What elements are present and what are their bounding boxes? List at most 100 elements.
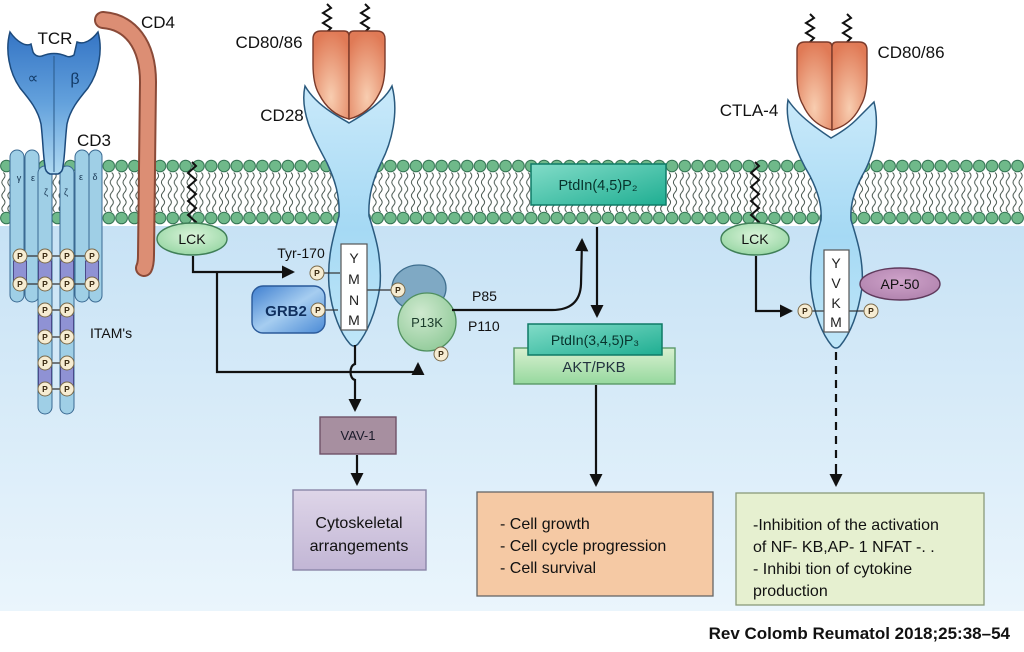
phospho-p: P — [315, 305, 321, 315]
tcr-label: TCR — [38, 29, 73, 48]
phospho-p: P — [64, 251, 70, 261]
lck-label: LCK — [741, 231, 769, 247]
cd28-receptor — [303, 83, 396, 347]
itam-region: P P P P P P P P P P P P P P P P — [12, 248, 100, 397]
phospho-grb2: P — [310, 302, 326, 318]
motif-letter: K — [831, 295, 841, 311]
ap50-adaptor: AP-50 — [859, 267, 941, 301]
tcr-receptor — [7, 30, 101, 175]
p13k-to-ptdin45p2-arrow — [452, 238, 589, 312]
grb2-label: GRB2 — [265, 303, 307, 320]
cd3-epsilon-label: ε — [79, 172, 83, 182]
phospho-p: P — [89, 279, 95, 289]
cd80-86-ligand-right — [796, 13, 868, 131]
outcome-line: - Cell growth — [500, 516, 590, 533]
phospho-p: P — [17, 279, 23, 289]
phospho-tyr170: P — [309, 265, 325, 281]
cd28-to-vav1-arrow — [348, 345, 362, 412]
lck-kinase-right: LCK — [720, 161, 790, 256]
p13k-kinase: P13K — [391, 264, 457, 352]
lipid-anchor-zigzag-icon — [749, 161, 761, 227]
motif-letter: M — [830, 314, 842, 330]
phospho-p: P — [42, 305, 48, 315]
p110-label: P110 — [468, 318, 500, 334]
lck-kinase-left: LCK — [156, 161, 228, 256]
ctla4-outcomes-box: -Inhibition of the activation of NF- KB,… — [735, 492, 985, 606]
cd4-label: CD4 — [141, 13, 175, 32]
akt-label: AKT/PKB — [562, 359, 625, 376]
phospho-p: P — [802, 306, 808, 316]
phospho-yvkm-right: P — [863, 303, 879, 319]
cd80-86-ligand-left — [312, 3, 386, 120]
tcr-alpha-label: ∝ — [28, 70, 39, 87]
lck-to-tyr170-arrow — [191, 256, 295, 279]
itams-label: ITAM's — [90, 325, 132, 341]
cd3-label: CD3 — [77, 131, 111, 150]
phospho-sites: P P P P P P P P P P P P P P P P — [12, 248, 100, 397]
cytoskeletal-line2: arrangements — [310, 538, 409, 555]
glycan-zigzag-icon — [804, 13, 816, 43]
phospho-p: P — [868, 306, 874, 316]
citation-text: Rev Colomb Reumatol 2018;25:38–54 — [709, 624, 1011, 643]
cd3-zeta-label: ζ — [64, 187, 68, 197]
grb2-adaptor: GRB2 — [251, 285, 326, 334]
motif-letter: M — [348, 271, 360, 287]
outcome-line: - Cell survival — [500, 560, 596, 577]
cd3-zeta-label: ζ — [44, 187, 48, 197]
vav1-label: VAV-1 — [341, 428, 376, 443]
lck-label: LCK — [178, 231, 206, 247]
cytoskeletal-box: Cytoskeletal arrangements — [292, 489, 427, 571]
phospho-yvkm-left: P — [797, 303, 813, 319]
cd28-outcomes-box: - Cell growth - Cell cycle progression -… — [476, 491, 714, 597]
glycan-zigzag-icon — [359, 3, 371, 33]
cd80-86-right-label: CD80/86 — [877, 43, 944, 62]
yvkm-motif: Y V K M — [812, 249, 864, 333]
motif-letter: V — [831, 275, 841, 291]
outcome-line: -Inhibition of the activation — [753, 517, 939, 534]
outcome-line: - Inhibi tion of cytokine — [753, 561, 912, 578]
glycan-zigzag-icon — [321, 3, 333, 33]
phospho-p: P — [438, 349, 444, 359]
motif-letter: M — [348, 312, 360, 328]
lck-to-p13k-arrow — [215, 272, 425, 376]
p85-label: P85 — [472, 288, 497, 304]
phospho-p: P — [64, 384, 70, 394]
ctla4-receptor — [786, 98, 878, 349]
phospho-p: P — [314, 268, 320, 278]
phospho-p: P — [42, 251, 48, 261]
outcome-line: - Cell cycle progression — [500, 538, 666, 555]
p110-subunit — [397, 292, 457, 352]
glycan-zigzag-icon — [841, 13, 853, 43]
cd3-delta-label: δ — [92, 172, 97, 182]
lck-to-yvkm-arrow — [754, 256, 793, 318]
phospho-p: P — [42, 384, 48, 394]
phospho-p: P — [395, 285, 401, 295]
phospho-p: P — [64, 358, 70, 368]
cd28-label: CD28 — [260, 106, 303, 125]
cd3-epsilon-label: ε — [31, 173, 35, 183]
vav1-box: VAV-1 — [319, 416, 397, 455]
phospho-ymnm-right: P — [390, 282, 406, 298]
ctla4-label: CTLA-4 — [720, 101, 779, 120]
outcome-line: of NF- KB,AP- 1 NFAT -. . — [753, 539, 935, 556]
cytoskeletal-line1: Cytoskeletal — [315, 515, 402, 532]
motif-letter: Y — [349, 250, 359, 266]
cd80-86-left-label: CD80/86 — [235, 33, 302, 52]
phospho-p: P — [64, 305, 70, 315]
phospho-p: P — [64, 279, 70, 289]
lipid-anchor-zigzag-icon — [186, 161, 198, 227]
phospho-p: P — [17, 251, 23, 261]
ap50-label: AP-50 — [881, 276, 920, 292]
phospho-p: P — [42, 279, 48, 289]
ptdin345p3-box: PtdIn(3,4,5)P₃ — [527, 323, 663, 356]
motif-letter: N — [349, 292, 359, 308]
phospho-p: P — [64, 332, 70, 342]
cd4-coreceptor — [94, 11, 158, 277]
phospho-p: P — [42, 358, 48, 368]
phospho-p: P — [42, 332, 48, 342]
ptdin45p2-label: PtdIn(4,5)P₂ — [559, 178, 638, 194]
outcome-line: production — [753, 583, 828, 600]
cd3-gamma-label: γ — [17, 173, 22, 183]
